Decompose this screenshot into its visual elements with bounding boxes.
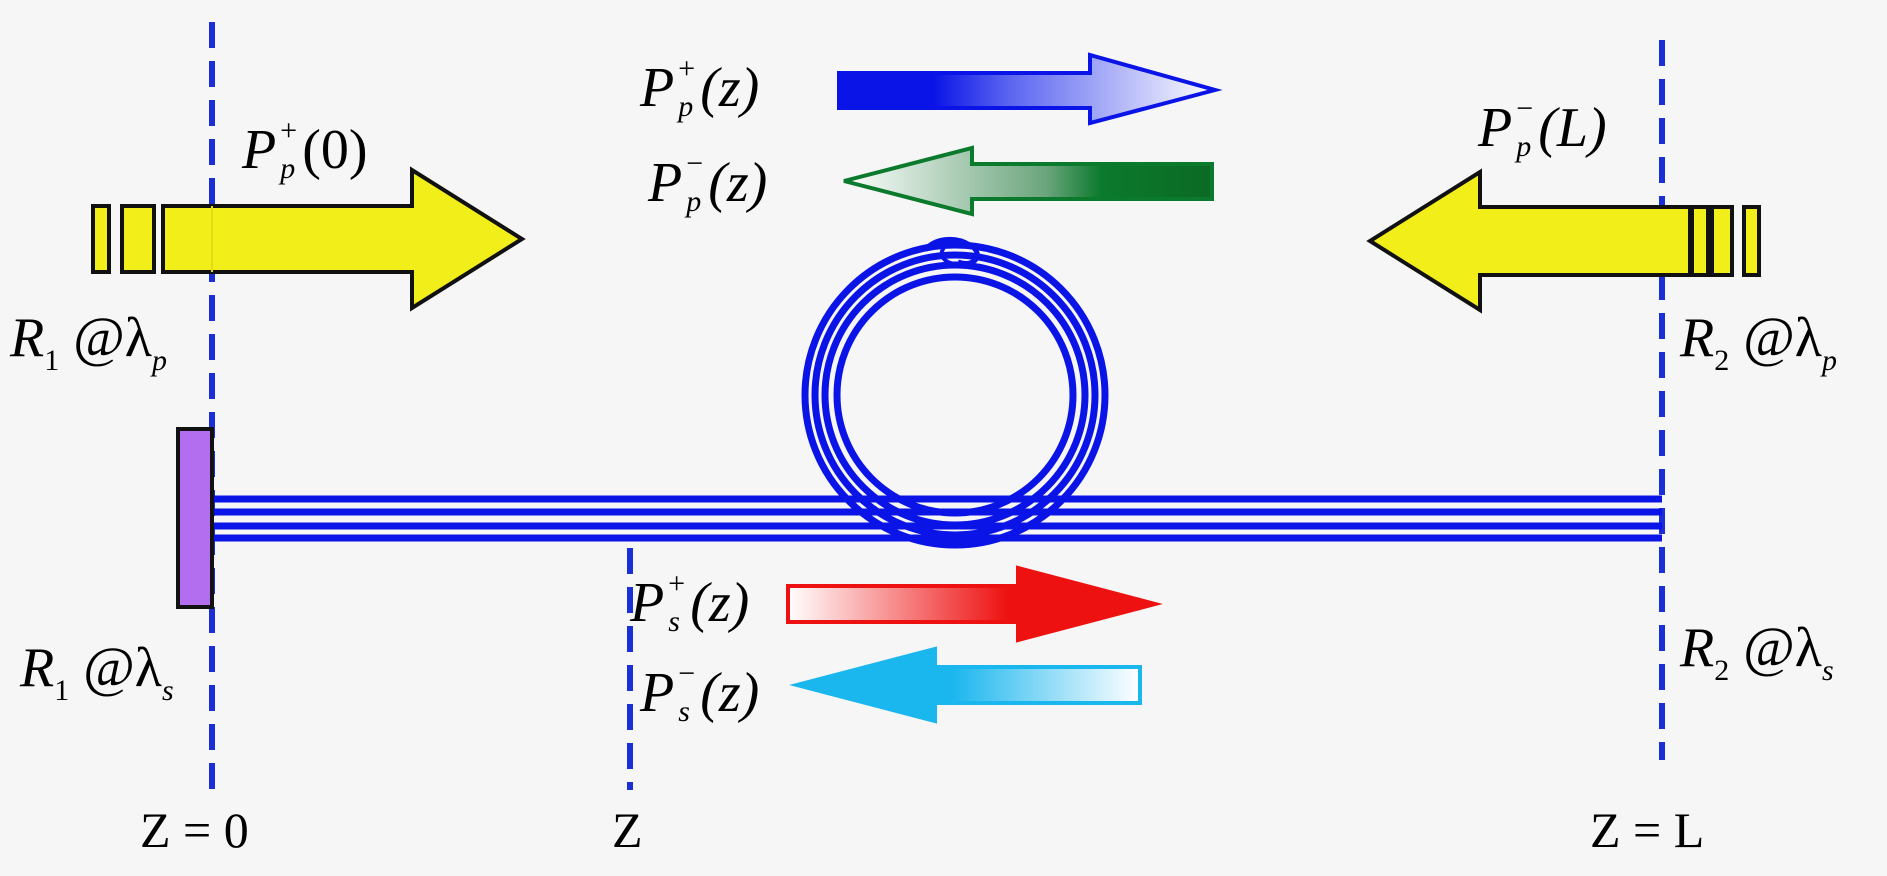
signal-backward-symbol: P [640,662,675,724]
pump-backward-symbol: P [648,152,683,214]
r1-pump-sub: p [151,344,167,377]
r1-signal-symbol: R [20,637,55,699]
pump-in-right-sub: p [1516,130,1532,163]
pump-forward-arrow [837,52,1223,126]
r2-pump-sub: p [1821,344,1837,377]
signal-backward-arg: (z) [700,662,760,724]
signal-forward-sup: + [666,567,687,600]
r2-signal-sub: s [1821,654,1834,687]
signal-backward-sup: − [676,657,697,690]
pump-in-right-arg: (L) [1538,97,1607,159]
pump-in-right-sup: − [1514,92,1535,125]
r2-signal-lambda: λ [1794,617,1822,679]
pump-input-right-arrow [1366,168,1761,314]
z0-label: Z = 0 [140,802,249,858]
r2-signal-label: R2 @λs [1680,617,1834,686]
pump-backward-label: P− p(z) [648,149,768,217]
signal-forward-arrow [786,565,1163,643]
r2-pump-label: R2 @λp [1680,307,1837,376]
pump-backward-arrow [843,145,1214,217]
pump-in-left-label: P+ p(0) [242,116,368,184]
pump-in-left-sub: p [280,152,296,185]
pump-in-left-symbol: P [242,119,277,181]
r2-signal-at: @ [1743,617,1795,679]
signal-forward-sub: s [668,605,680,638]
pump-backward-arg: (z) [708,152,768,214]
pump-forward-sup: + [676,52,697,85]
z-label: Z [612,802,643,858]
pump-forward-sub: p [678,90,694,123]
r1-pump-index: 1 [44,344,60,377]
r2-pump-index: 2 [1714,344,1730,377]
r2-pump-symbol: R [1680,307,1715,369]
signal-backward-label: P− s (z) [640,659,760,727]
r2-pump-at: @ [1743,307,1795,369]
signal-backward-arrow [789,646,1142,724]
signal-forward-symbol: P [630,572,665,634]
pump-in-right-label: P− p(L) [1478,94,1607,162]
pump-input-left-arrow [91,166,526,312]
signal-forward-label: P+ s (z) [630,569,750,637]
pump-backward-sup: − [684,147,705,180]
r2-pump-lambda: λ [1794,307,1822,369]
fiber [212,495,1662,542]
r1-pump-lambda: λ [124,307,152,369]
r2-signal-symbol: R [1680,617,1715,679]
fiber-coil [801,236,1109,549]
r1-signal-sub: s [161,674,174,707]
r1-pump-label: R1 @λp [10,307,167,376]
r1-signal-label: R1 @λs [20,637,174,706]
pump-forward-symbol: P [640,57,675,119]
pump-in-right-symbol: P [1478,97,1513,159]
r1-pump-at: @ [73,307,125,369]
signal-backward-sub: s [678,695,690,728]
pump-in-left-sup: + [278,114,299,147]
signal-forward-arg: (z) [690,572,750,634]
pump-backward-sub: p [686,185,702,218]
pump-in-left-arg: (0) [302,119,368,181]
r1-signal-index: 1 [54,674,70,707]
mirror-r1 [176,427,214,609]
pump-forward-arg: (z) [700,57,760,119]
zL-label: Z = L [1590,802,1705,858]
r2-signal-index: 2 [1714,654,1730,687]
r1-signal-at: @ [83,637,135,699]
r1-signal-lambda: λ [134,637,162,699]
pump-forward-label: P+ p(z) [640,54,760,122]
r1-pump-symbol: R [10,307,45,369]
